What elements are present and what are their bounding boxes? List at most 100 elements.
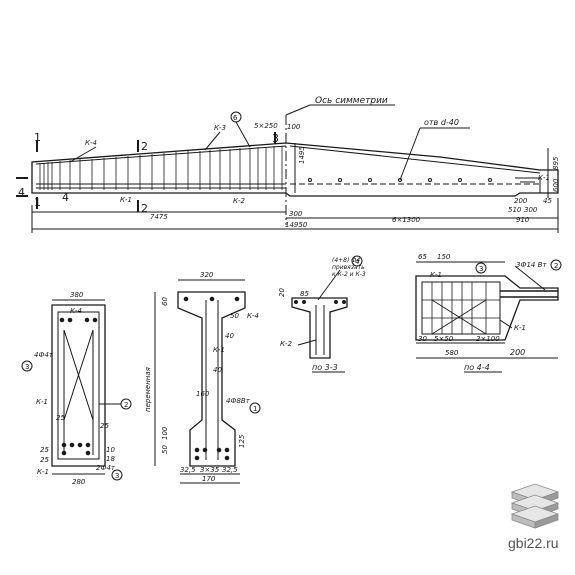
- holes-label: отв d-40: [424, 118, 459, 127]
- cut-1b-label: 1: [34, 196, 41, 209]
- bars-leader: [514, 265, 546, 291]
- watermark-site: gbi22.ru: [508, 535, 559, 551]
- s11-callout-3: 3: [25, 363, 29, 371]
- dim-510-label: 510: [508, 206, 522, 214]
- s33-frame-k2: К-2: [280, 340, 292, 348]
- section-4-4-outline: [415, 275, 559, 341]
- s11-dim-25b: 25: [100, 422, 109, 430]
- dim-100-label: 100: [287, 123, 301, 131]
- s11-dim-18: 18: [106, 455, 115, 463]
- s22-bars: 4Ф8Вт: [226, 397, 251, 405]
- dim-300b-label: 300: [524, 206, 538, 214]
- s11-dim-25a: 25: [56, 414, 65, 422]
- s11-dim-25c: 25: [40, 446, 49, 454]
- s44-dim-200: 200: [510, 348, 525, 357]
- dim-300-label: 300: [289, 210, 303, 218]
- axis-leader: [285, 104, 311, 116]
- s44-callout-2: 2: [554, 262, 558, 270]
- section-1-1-diag-2: [63, 329, 94, 421]
- s33-title: по 3-3: [312, 363, 338, 372]
- s33-note: (4+8) Ф4: [332, 257, 360, 264]
- section-1-1-inner: [57, 311, 100, 460]
- s44-title: по 4-4: [464, 363, 490, 372]
- k4-leader: [69, 146, 97, 163]
- beam-elevation: [16, 104, 559, 233]
- frame-k1-end-label: К-1: [538, 174, 550, 182]
- cut-4a-label: 4: [18, 186, 25, 199]
- dim-1495-label: 1495: [298, 146, 306, 164]
- callout-3-circle: [475, 262, 487, 274]
- s33-note3: к К-2 и К-3: [332, 271, 366, 278]
- s44-frame-k1: К-1: [430, 271, 442, 279]
- s44-dim-30: 30: [418, 335, 427, 343]
- frame-k1-label: К-1: [120, 196, 132, 204]
- s22-dim-bot1: 32,5: [180, 466, 196, 474]
- logo-icon: [510, 483, 560, 529]
- s33-dim-85: 85: [300, 290, 309, 298]
- callout-3b-circle: [111, 469, 123, 481]
- section-2-2-bars: [183, 296, 240, 461]
- s11-dim-top: 380: [70, 291, 84, 299]
- k2-leader: [297, 339, 317, 346]
- s44-spacing-a: 5×50: [434, 335, 454, 343]
- s22-dim-50b: 50: [161, 445, 169, 454]
- s22-dim-bot: 170: [202, 475, 216, 483]
- s44-bars-label: 3Ф14 Вт: [516, 261, 547, 269]
- s33-note2: привязать: [332, 264, 365, 271]
- s11-frame-k1b: К-1: [37, 468, 49, 476]
- s11-callout-3b: 3: [115, 472, 119, 480]
- s22-dim-top: 320: [200, 271, 214, 279]
- section-1-1-outline: [51, 304, 106, 467]
- section-3-3-outline: [291, 297, 348, 359]
- spacing-top-label: 5×250: [254, 122, 278, 130]
- s22-dim-40a: 40: [225, 332, 234, 340]
- s22-frame-k4: К-4: [247, 312, 259, 320]
- callout-2-circle: [550, 259, 562, 271]
- cut-2a-label: 2: [141, 140, 148, 153]
- s11-bars-bot: 2Ф4т: [96, 464, 116, 472]
- s22-frame-k1: К-1: [213, 346, 225, 354]
- s33-dim-20: 20: [278, 288, 286, 297]
- cut-2b-label: 2: [141, 202, 148, 215]
- end-detail: [515, 177, 541, 193]
- dim-600-label: 600: [552, 178, 560, 192]
- s11-bars-top: 4Ф4т: [34, 351, 54, 359]
- section-4-4: [415, 259, 562, 373]
- s44-frame-k1b: К-1: [514, 324, 526, 332]
- dim-total-label: 14950: [285, 221, 308, 229]
- top-chord-line: [35, 145, 287, 165]
- section-2-2: [154, 279, 261, 484]
- s22-dim-bot2: 3×35: [200, 466, 220, 474]
- s22-dim-bot3: 32,5: [222, 466, 238, 474]
- s22-label-var: переменная: [144, 367, 152, 412]
- cut-3-label: 3: [272, 132, 279, 145]
- s22-dim-100: 100: [161, 426, 169, 440]
- s44-dim-580: 580: [445, 349, 459, 357]
- s22-dim-40b: 40: [213, 366, 222, 374]
- s11-frame-k4: К-4: [70, 307, 82, 315]
- section-3-3-bars: [294, 300, 346, 304]
- callout-6-label: 6: [233, 114, 238, 122]
- s22-callout-1: 1: [253, 405, 257, 413]
- section-3-3: [291, 255, 363, 373]
- callout-4-circle: [351, 255, 363, 267]
- s33-callout-4: 4: [355, 258, 360, 266]
- callout-3-circle: [21, 360, 33, 372]
- s11-dim-10: 10: [106, 446, 115, 454]
- k3-leader: [204, 131, 221, 151]
- dim-910-label: 910: [516, 216, 530, 224]
- section-4-4-inner: [421, 281, 501, 335]
- cut-1a-label: 1: [34, 131, 41, 144]
- s11-callout-2: 2: [124, 401, 128, 409]
- stirrups: [39, 146, 283, 190]
- s44-dim-65: 65: [418, 253, 427, 261]
- s22-dim-60: 60: [161, 297, 169, 306]
- top-chord-right: [289, 145, 541, 174]
- dim-200-label: 200: [514, 197, 528, 205]
- k1-leader: [499, 319, 513, 329]
- frame-k3-label: К-3: [214, 124, 226, 132]
- s11-frame-k1: К-1: [36, 398, 48, 406]
- s44-spacing-b: 2×100: [476, 335, 500, 343]
- section-2-2-outline: [177, 291, 246, 467]
